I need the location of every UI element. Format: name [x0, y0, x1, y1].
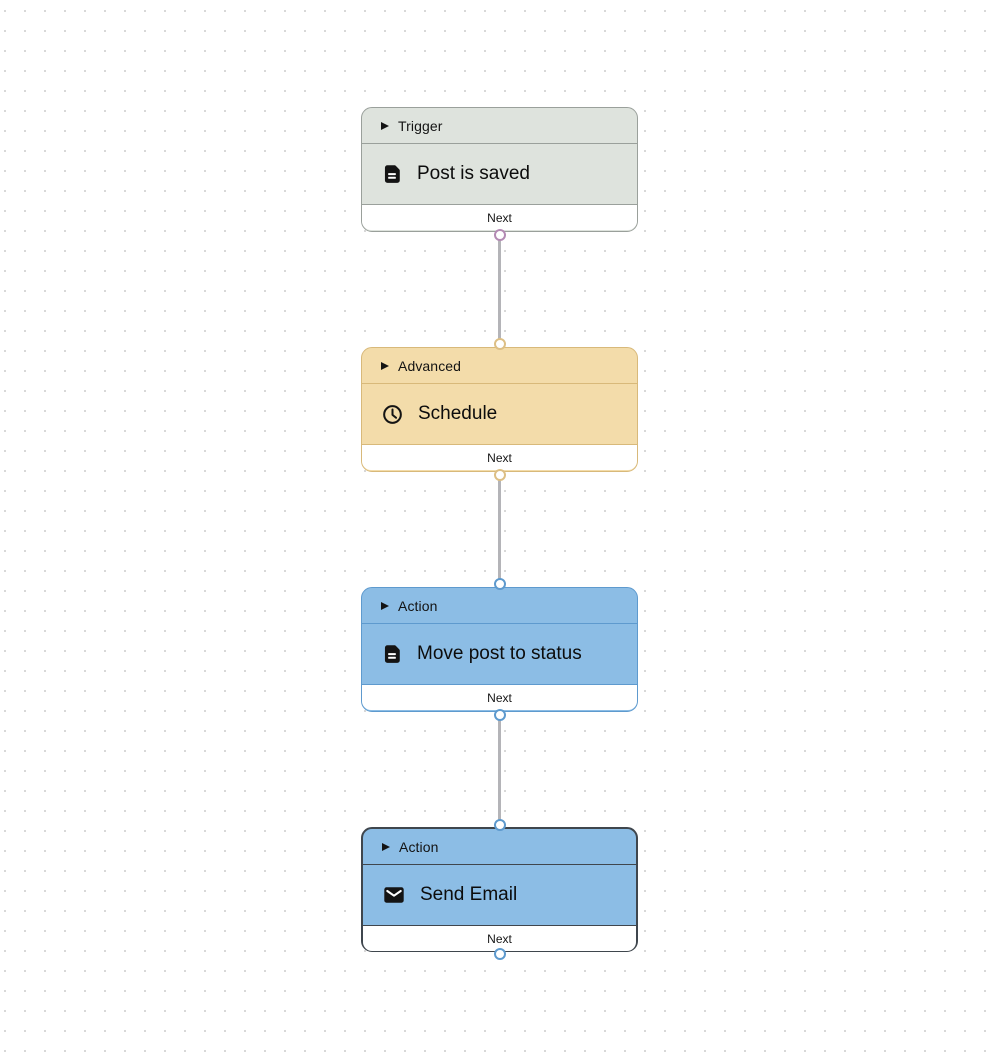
connector-edge — [498, 230, 501, 349]
output-port[interactable] — [493, 468, 506, 481]
node-body[interactable]: Post is saved — [362, 144, 637, 204]
output-port[interactable] — [493, 228, 506, 241]
node-category-header[interactable]: Trigger — [362, 108, 637, 144]
play-icon — [381, 121, 389, 130]
node-title: Move post to status — [417, 643, 582, 664]
node-footer: Next — [363, 925, 636, 951]
node-category-label: Action — [398, 597, 438, 614]
node-category-header[interactable]: Advanced — [362, 348, 637, 384]
play-icon — [382, 842, 390, 851]
node-trigger-post-is-saved[interactable]: Trigger Post is saved Next — [361, 107, 638, 241]
node-body[interactable]: Move post to status — [362, 624, 637, 684]
clock-icon — [383, 404, 402, 424]
next-label: Next — [487, 210, 512, 225]
node-footer: Next — [362, 444, 637, 470]
node-body[interactable]: Send Email — [363, 865, 636, 925]
next-label: Next — [487, 450, 512, 465]
node-category-label: Advanced — [398, 357, 462, 374]
output-port[interactable] — [493, 947, 506, 960]
node-title: Schedule — [418, 403, 498, 424]
node-action-send-email[interactable]: Action Send Email Next — [361, 819, 638, 960]
node-title: Send Email — [420, 884, 518, 905]
node-footer: Next — [362, 204, 637, 230]
node-category-header[interactable]: Action — [363, 829, 636, 865]
node-category-label: Action — [399, 838, 439, 855]
output-port[interactable] — [493, 708, 506, 721]
play-icon — [381, 361, 389, 370]
input-port[interactable] — [493, 578, 506, 591]
node-body[interactable]: Schedule — [362, 384, 637, 444]
node-title: Post is saved — [417, 163, 530, 184]
document-icon — [384, 165, 400, 183]
node-category-header[interactable]: Action — [362, 588, 637, 624]
next-label: Next — [487, 690, 512, 705]
document-icon — [384, 645, 400, 663]
node-category-label: Trigger — [398, 117, 443, 134]
connector-edge — [498, 710, 501, 829]
email-icon — [384, 887, 404, 903]
node-action-move-post-to-status[interactable]: Action Move post to status Next — [361, 578, 638, 721]
input-port[interactable] — [493, 338, 506, 351]
play-icon — [381, 601, 389, 610]
next-label: Next — [487, 931, 512, 946]
connector-edge — [498, 470, 501, 589]
input-port[interactable] — [493, 819, 506, 832]
node-advanced-schedule[interactable]: Advanced Schedule Next — [361, 338, 638, 481]
node-footer: Next — [362, 684, 637, 710]
